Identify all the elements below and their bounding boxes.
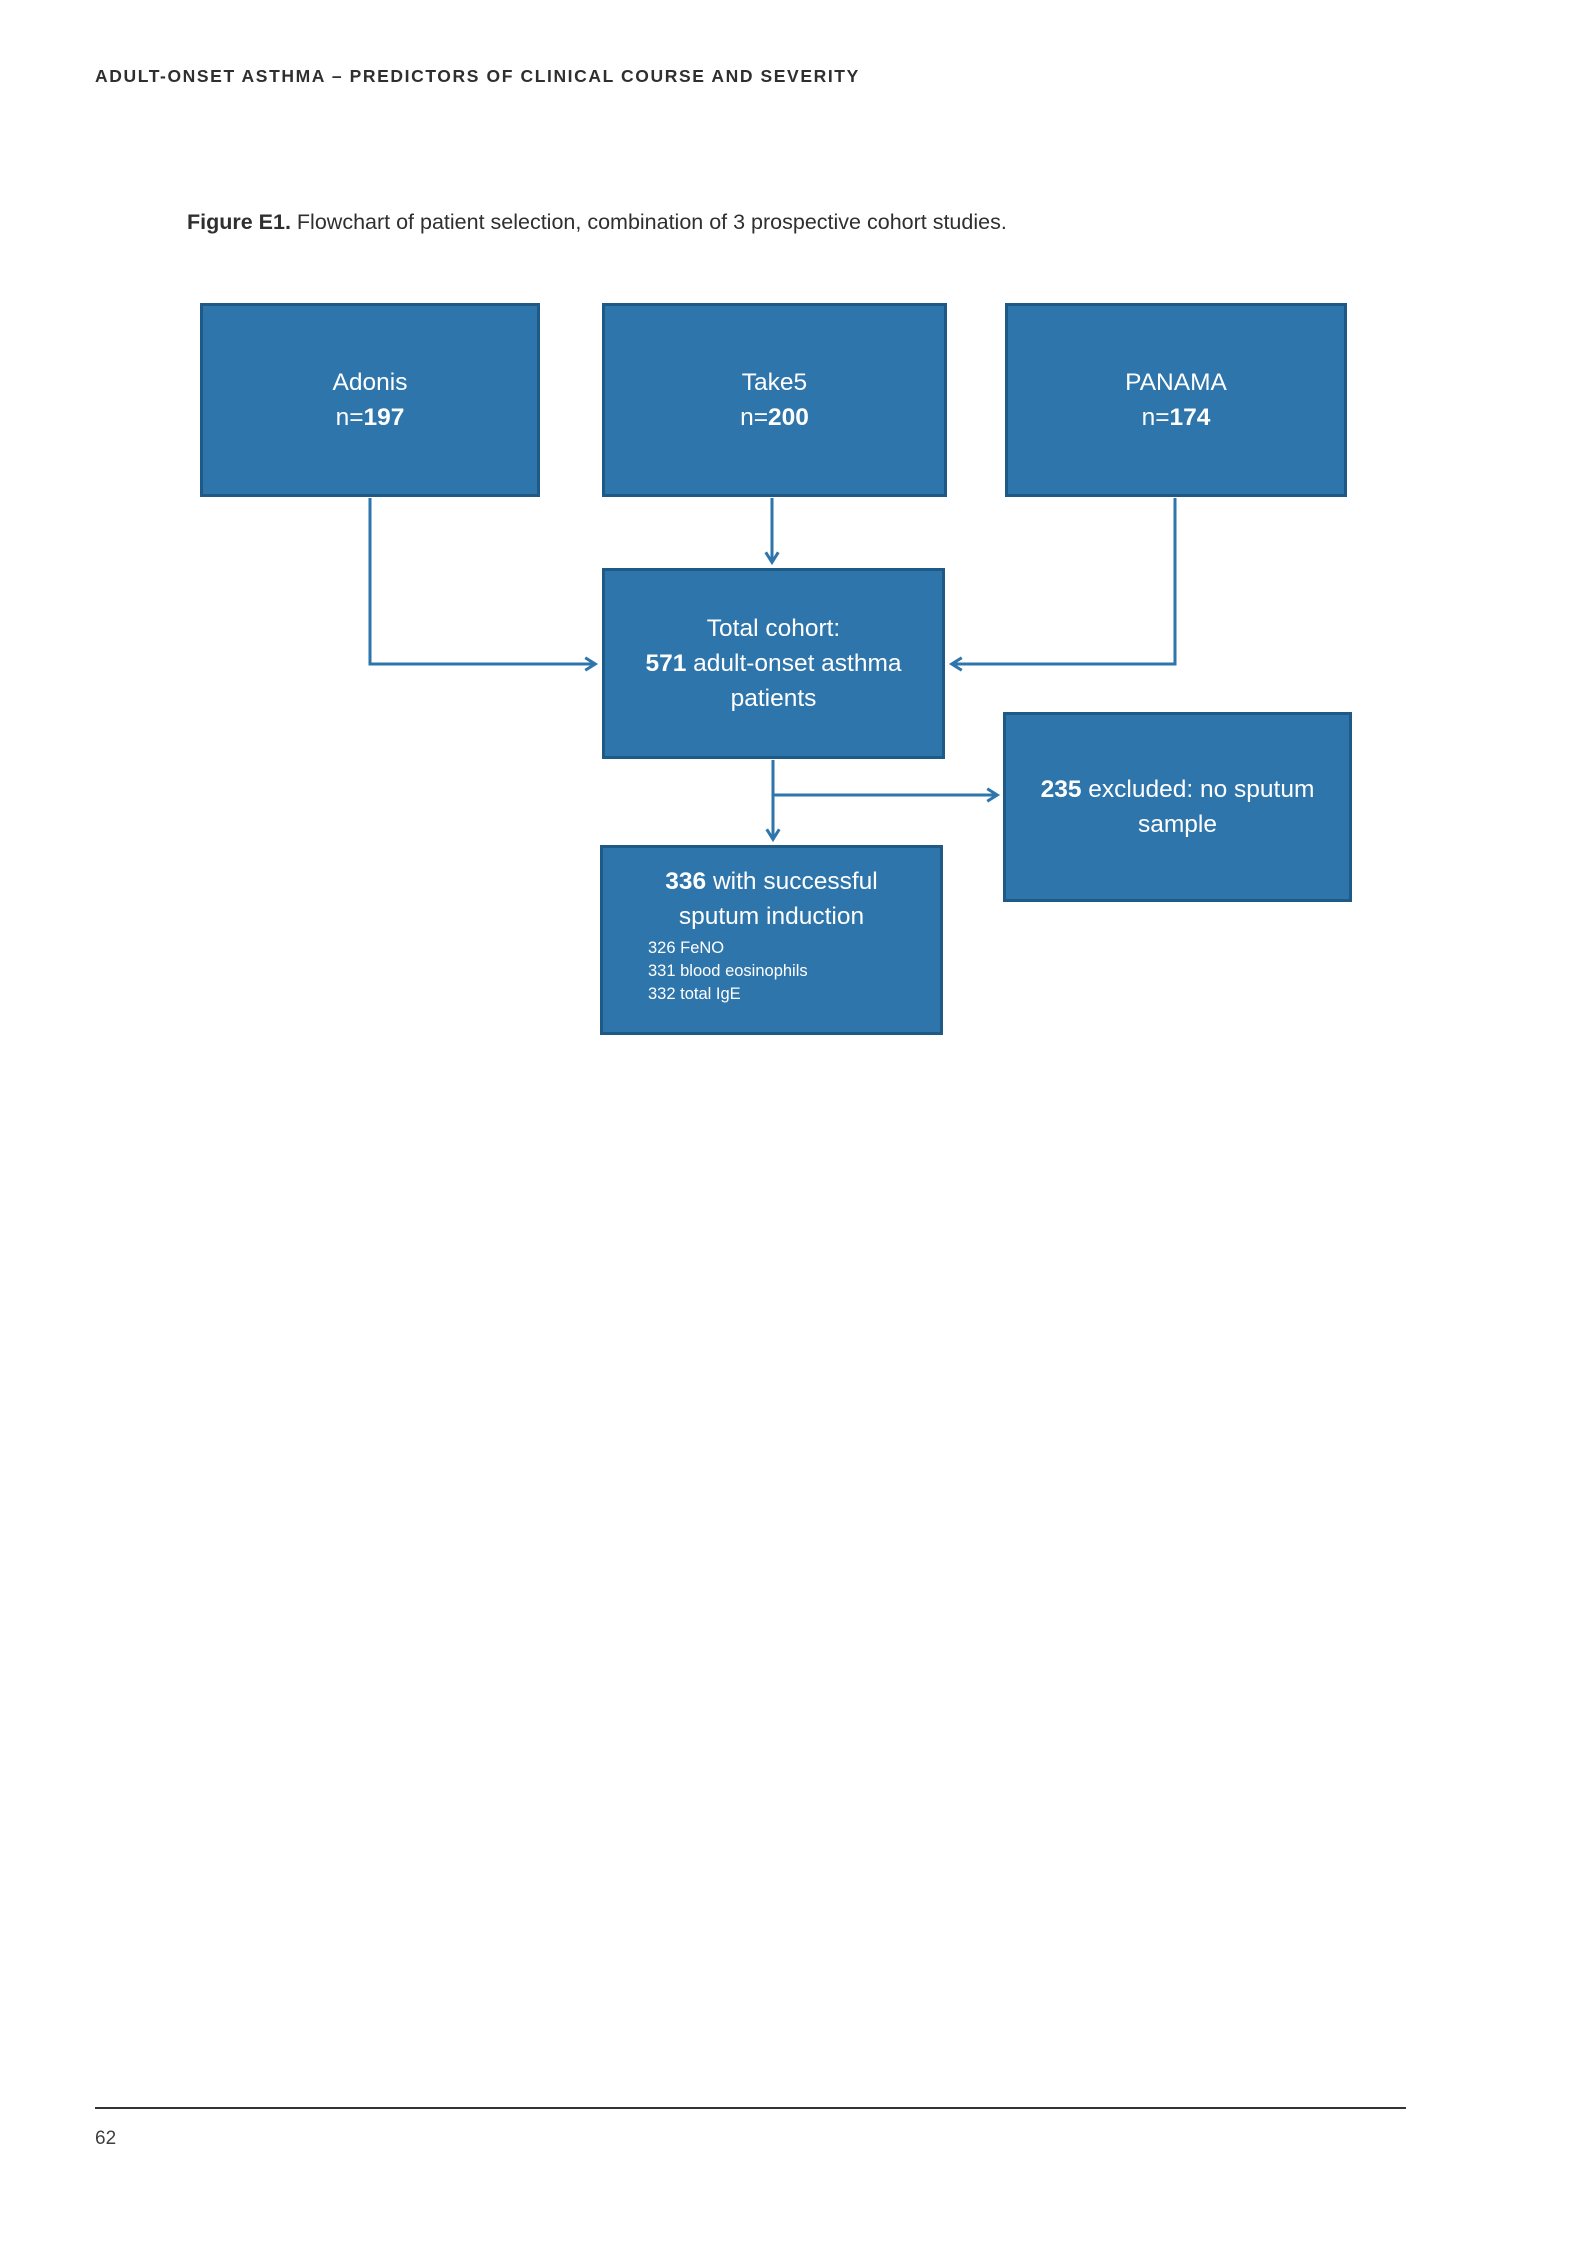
cohort-n-prefix: n= [335,404,364,431]
total-cohort-line3: patients [730,685,817,712]
figure-caption: Figure E1. Flowchart of patient selectio… [187,210,1007,235]
excluded-line1-text: excluded: no sputum [1081,776,1315,803]
sputum-line2: sputum induction [678,903,865,930]
total-cohort-line1: Total cohort: [706,615,841,642]
total-cohort-line2: 571 adult-onset asthma [645,646,901,681]
sputum-line1: 336 with successful [665,864,877,899]
cohort-name: Take5 [741,369,808,396]
connector-adonis-to-total [368,498,594,664]
excluded-box: 235 excluded: no sputum sample [1003,712,1352,902]
page-number: 62 [95,2128,117,2149]
cohort-n: n=197 [336,400,405,435]
cohort-n-value: 200 [768,404,809,431]
running-head: ADULT-ONSET ASTHMA – PREDICTORS OF CLINI… [95,66,860,86]
cohort-n-prefix: n= [1141,404,1170,431]
cohort-name: PANAMA [1125,369,1227,396]
cohort-n: n=174 [1142,400,1211,435]
cohort-box-take5: Take5 n=200 [602,303,947,497]
sputum-line1-text: with successful [706,868,878,895]
cohort-n-value: 197 [363,404,405,431]
sputum-details: 326 FeNO 331 blood eosinophils 332 total… [603,937,808,1006]
figure-caption-text: Flowchart of patient selection, combinat… [290,210,1007,234]
excluded-n: 235 [1040,776,1082,803]
cohort-n-value: 174 [1169,404,1211,431]
sputum-n: 336 [665,868,707,895]
footer-rule [95,2107,1406,2109]
cohort-n: n=200 [740,400,809,435]
sputum-detail-eosinophils: 331 blood eosinophils [648,962,808,980]
excluded-line2: sample [1138,811,1217,838]
total-cohort-box: Total cohort: 571 adult-onset asthma pat… [602,568,945,759]
cohort-n-prefix: n= [740,404,769,431]
total-cohort-line2-text: adult-onset asthma [686,650,902,677]
figure-caption-label: Figure E1. [187,210,291,234]
excluded-line1: 235 excluded: no sputum [1041,772,1315,807]
sputum-detail-feno: 326 FeNO [648,939,725,957]
sputum-detail-ige: 332 total IgE [648,985,741,1003]
cohort-box-panama: PANAMA n=174 [1005,303,1347,497]
total-cohort-n: 571 [645,650,687,677]
cohort-name: Adonis [332,369,408,396]
cohort-box-adonis: Adonis n=197 [200,303,540,497]
connector-panama-to-total [953,498,1177,664]
sputum-induction-box: 336 with successful sputum induction 326… [600,845,943,1035]
